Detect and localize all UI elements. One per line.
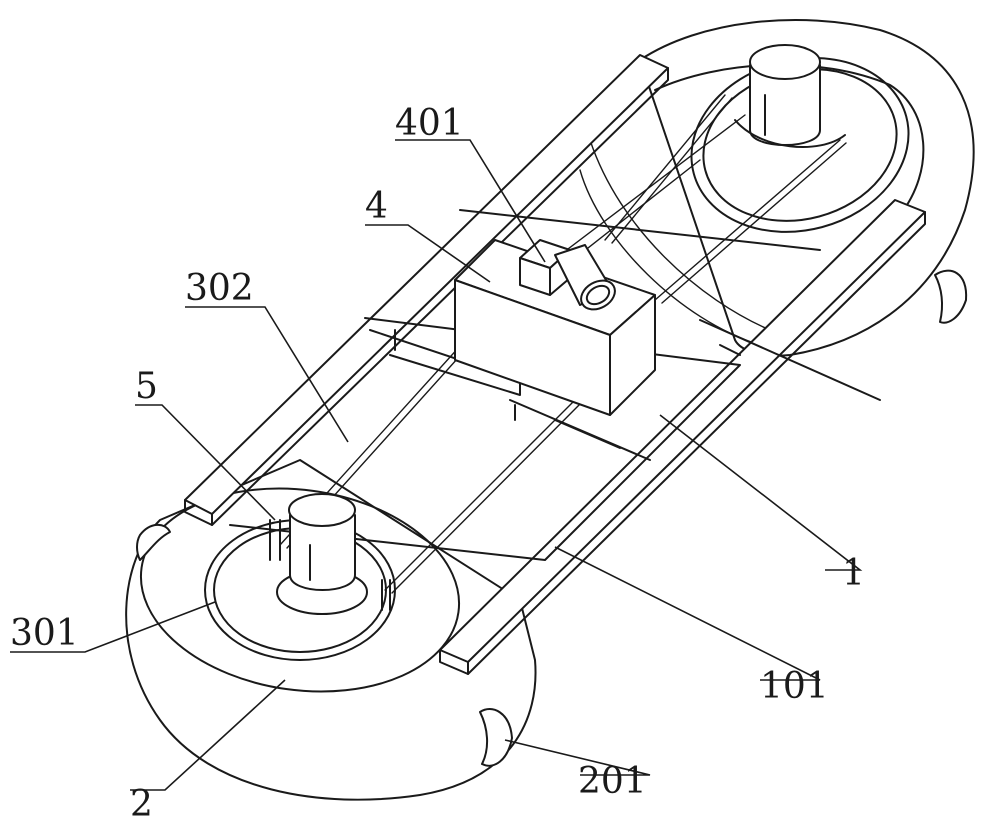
label-5: 5 — [135, 366, 158, 407]
upper-motor — [734, 44, 846, 148]
label-302: 302 — [185, 268, 254, 309]
label-101: 101 — [760, 666, 829, 707]
upper-float — [579, 19, 975, 357]
label-4: 4 — [365, 186, 388, 227]
main-frame — [184, 54, 926, 675]
lower-motor — [269, 493, 391, 615]
camera — [519, 239, 616, 311]
part-labels: 401 4 302 5 301 2 1 101 201 — [10, 103, 865, 825]
leader-lines — [10, 139, 863, 791]
label-301: 301 — [10, 613, 79, 654]
label-2: 2 — [130, 784, 153, 825]
label-1: 1 — [842, 553, 865, 594]
lower-float — [125, 459, 537, 801]
label-401: 401 — [395, 103, 464, 144]
label-201: 201 — [578, 761, 647, 802]
